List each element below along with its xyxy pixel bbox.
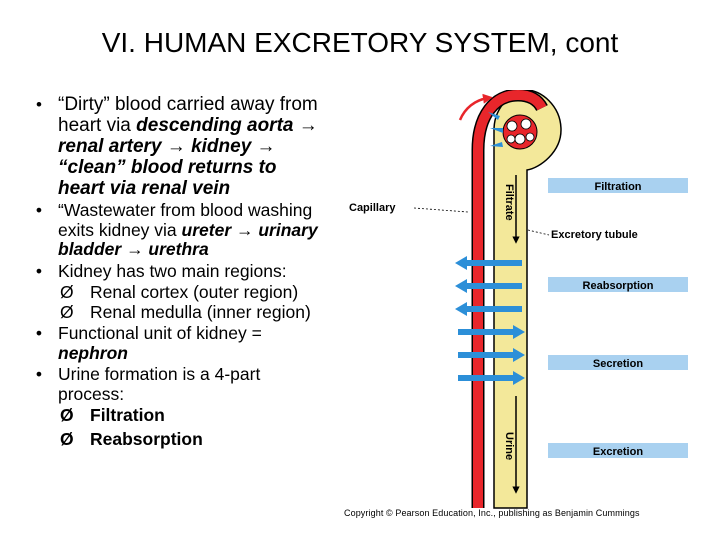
sub-bullet-text: Renal cortex (outer region) [90, 282, 299, 302]
step-box [548, 277, 688, 292]
bullet-emphasis: ureter → urinary bladder → urethra [58, 219, 318, 259]
step-box [548, 178, 688, 193]
sub-bullet-medulla: Ø Renal medulla (inner region) [28, 301, 328, 323]
bullet-kidney-regions: • Kidney has two main regions: [28, 260, 328, 282]
sub-bullet-filtration: Ø Filtration [28, 405, 328, 426]
bullet-blood-path: • “Dirty” blood carried away from heart … [28, 94, 328, 199]
bullet-urine-formation: • Urine formation is a 4-part process: [28, 364, 328, 404]
bullet-dot: • [35, 364, 43, 384]
tubule-leader-line [527, 229, 550, 236]
bullet-dot: • [35, 323, 43, 343]
sub-bullet-cortex: Ø Renal cortex (outer region) [28, 282, 328, 303]
step-box [548, 443, 688, 458]
bullet-dot: • [35, 260, 43, 281]
capillary-leader-line [413, 207, 469, 213]
slide-title: VI. HUMAN EXCRETORY SYSTEM, cont [101, 27, 619, 58]
bullet-dot: • [35, 200, 43, 220]
bullet-wastewater: • “Wastewater from blood washing exits k… [28, 200, 328, 260]
excretion-diagram: Capillary Excretory tubule Filtrate Urin… [349, 90, 688, 509]
sub-arrow: Ø [60, 428, 74, 449]
bullet-text: Functional unit of kidney = [58, 323, 262, 343]
bullet-text: “Dirty” blood carried away from heart vi… [58, 94, 318, 136]
step-box [548, 355, 688, 370]
step-excretion: Excretion [548, 443, 688, 458]
step-reabsorption: Reabsorption [548, 277, 688, 292]
step-label: Reabsorption [583, 280, 654, 292]
secretion-arrows [458, 325, 525, 385]
sub-bullet-text: Renal medulla (inner region) [90, 301, 311, 322]
filtrate-label: Filtrate [503, 184, 515, 221]
sub-bullet-text: Reabsorption [90, 428, 203, 449]
sub-bullet-reabsorption: Ø Reabsorption [28, 428, 328, 450]
bullet-list: • “Dirty” blood carried away from heart … [28, 94, 328, 449]
bullet-text: Kidney has two main regions: [58, 260, 287, 281]
capillary-label: Capillary [349, 202, 396, 214]
step-secretion: Secretion [548, 355, 688, 370]
sub-arrow: Ø [60, 301, 74, 322]
step-label: Excretion [593, 446, 643, 458]
bullet-nephron: • Functional unit of kidney = nephron [28, 323, 328, 363]
capillary-vessel [458, 90, 548, 508]
filtration-arrows [488, 112, 503, 147]
glomerulus-icon [502, 114, 538, 150]
step-filtration: Filtration [548, 178, 688, 193]
bullet-emphasis: nephron [58, 342, 128, 363]
sub-arrow: Ø [60, 282, 74, 302]
sub-bullet-text: Filtration [90, 405, 165, 425]
reabsorption-arrows [455, 256, 522, 316]
step-label: Filtration [594, 181, 641, 193]
sub-arrow: Ø [60, 405, 74, 425]
bullet-dot: • [36, 95, 42, 114]
copyright-text: Copyright © Pearson Education, Inc., pub… [344, 508, 640, 518]
urine-label: Urine [503, 432, 515, 460]
step-label: Secretion [593, 358, 643, 370]
bullet-text: Urine formation is a 4-part process: [58, 364, 261, 404]
excretory-tubule-label: Excretory tubule [551, 229, 638, 241]
bullet-text: “Wastewater from blood washing exits kid… [58, 200, 313, 240]
bullet-emphasis: descending aorta → renal artery → kidney… [58, 115, 318, 199]
